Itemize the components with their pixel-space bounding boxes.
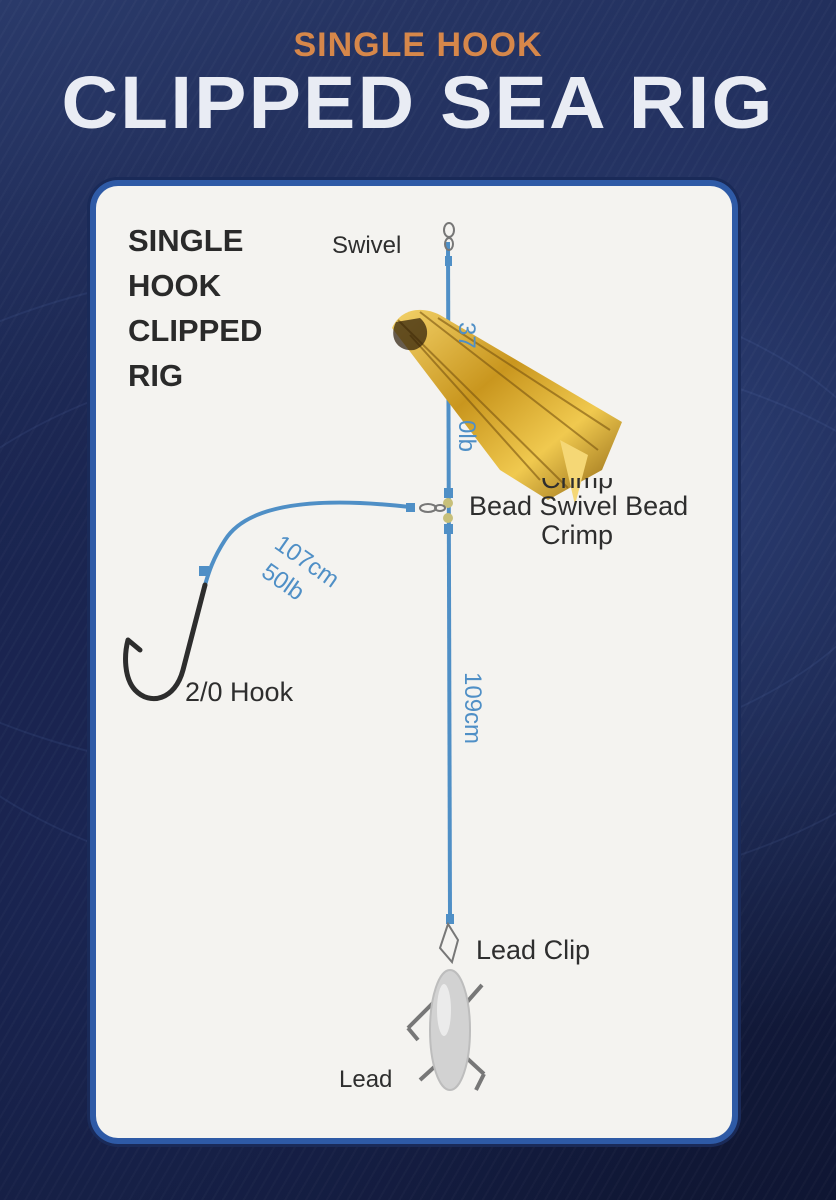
top-length-measure: 37 [453, 322, 480, 349]
card-title-line: CLIPPED [128, 313, 263, 348]
packet-title: CLIPPED SEA RIG [61, 61, 775, 144]
crimp-icon [444, 524, 453, 534]
packet-subtitle: SINGLE HOOK [293, 26, 543, 64]
crimp-icon [199, 566, 209, 576]
lead-label: Lead [339, 1066, 393, 1093]
lead-weight-icon [406, 969, 486, 1091]
top-swivel-icon [443, 222, 455, 266]
card-title-line: SINGLE [128, 223, 244, 258]
crimp-icon [444, 488, 453, 498]
snood-line [203, 500, 411, 586]
top-strength-measure: 0lb [453, 420, 480, 453]
crimp-label: Crimp [541, 464, 613, 494]
snood-swivel-icon [406, 503, 446, 513]
crimp-label: Crimp [541, 520, 613, 550]
card-title: SINGLE HOOK CLIPPED RIG [128, 218, 262, 398]
hook-icon [123, 582, 208, 702]
lead-clip-label: Lead Clip [476, 935, 591, 965]
bottom-length-measure: 109cm [459, 672, 486, 745]
hook-label: 2/0 Hook [185, 677, 294, 707]
swivel-label: Swivel [332, 232, 402, 259]
bead-icon [443, 498, 453, 508]
card-title-line: HOOK [128, 268, 221, 303]
bead-swivel-bead-label: Bead Swivel Bead [469, 491, 689, 521]
lead-clip-icon [438, 914, 460, 965]
card-title-line: RIG [128, 358, 184, 393]
bead-icon [443, 513, 453, 523]
